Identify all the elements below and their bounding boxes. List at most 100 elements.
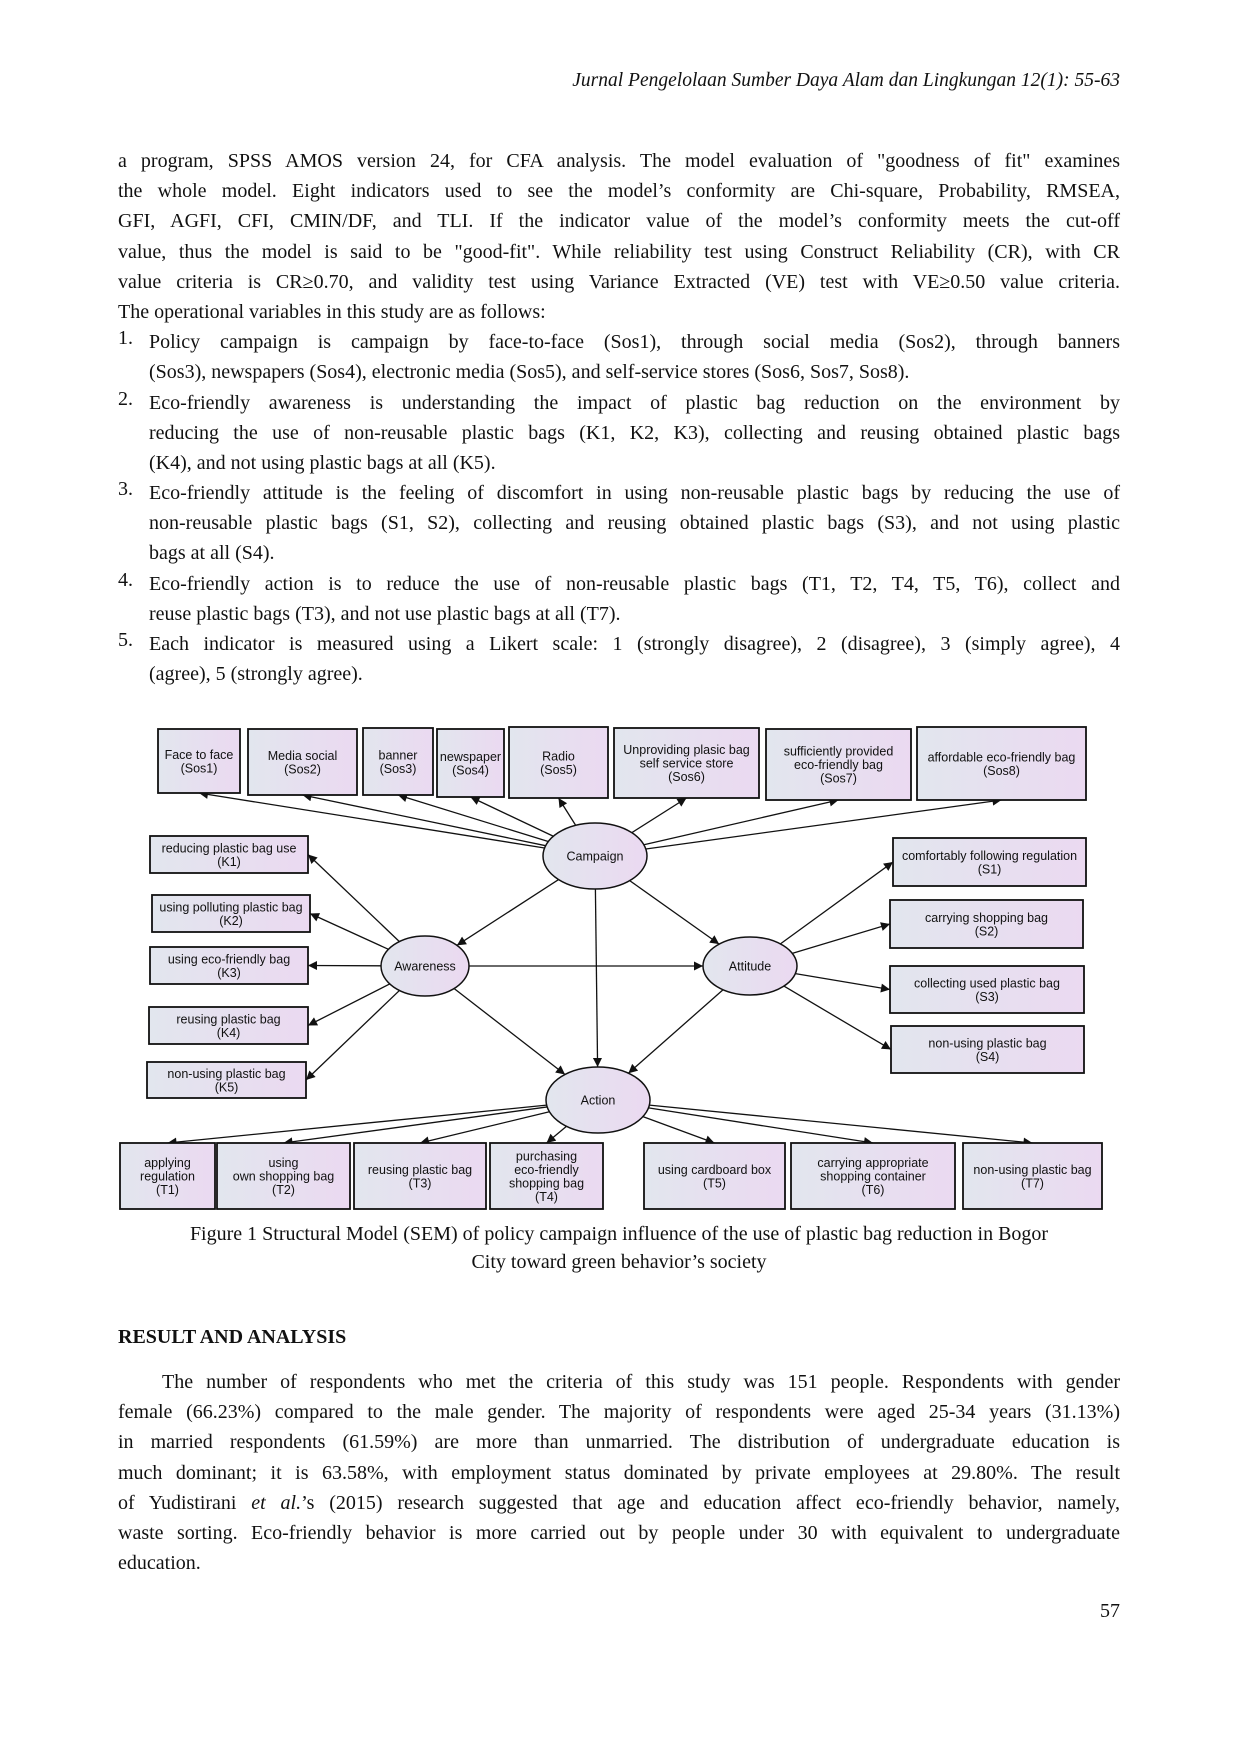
box-label: (Sos5) (540, 763, 577, 777)
box-shape (916, 726, 1087, 801)
path-arrow-campaign-sos5 (557, 797, 577, 826)
path-arrow-attitude-s3 (795, 972, 891, 993)
box-shape (247, 728, 358, 796)
list-number: 1. (118, 327, 133, 350)
indicator-box-sos3: banner(Sos3) (362, 727, 434, 796)
box-label: (Sos1) (181, 761, 218, 775)
text-line: female (66.23%) compared to the male gen… (118, 1401, 1120, 1424)
path-arrow-campaign-attitude (629, 880, 720, 945)
path-arrow-campaign-sos6 (631, 797, 687, 834)
list-number: 4. (118, 568, 133, 591)
box-label: reusing plastic bag (176, 1012, 280, 1026)
text-line: (agree), 5 (strongly agree). (149, 663, 363, 686)
path-arrow-awareness-action (453, 988, 566, 1075)
text-line: The operational variables in this study … (118, 300, 546, 323)
text-line: much dominant; it is 63.58%, with employ… (118, 1461, 1120, 1484)
box-label: non-using plastic bag (928, 1036, 1046, 1050)
box-label: (T4) (535, 1190, 558, 1204)
page-number: 57 (1100, 1600, 1120, 1622)
path-arrow-campaign-sos3 (397, 793, 549, 843)
ellipse-shape (545, 1066, 651, 1134)
list-item: 4. Eco-friendly action is to reduce the … (118, 569, 1120, 629)
box-label: using polluting plastic bag (159, 900, 302, 914)
latent-label: Attitude (729, 960, 771, 974)
path-arrow-awareness-k5 (305, 989, 400, 1081)
box-shape (889, 965, 1085, 1014)
box-shape (643, 1142, 786, 1210)
box-shape (436, 728, 505, 798)
box-shape (151, 894, 311, 933)
box-shape (353, 1142, 487, 1210)
latent-label: Campaign (567, 850, 624, 864)
list-item: 2. Eco-friendly awareness is understandi… (118, 388, 1120, 479)
indicator-box-sos5: Radio(Sos5) (508, 726, 609, 799)
box-shape (148, 1006, 309, 1045)
list-item: 3. Eco-friendly attitude is the feeling … (118, 478, 1120, 569)
text-line: in married respondents (61.59%) are more… (118, 1431, 1120, 1454)
text-span: of Yudistirani (118, 1491, 252, 1514)
box-label: (S1) (978, 862, 1002, 876)
box-label: non-using plastic bag (973, 1163, 1091, 1177)
latent-label: Awareness (394, 960, 456, 974)
text-line: the whole model. Eight indicators used t… (118, 180, 1120, 203)
box-label: comfortably following regulation (902, 849, 1077, 863)
text-line: bags at all (S4). (149, 542, 275, 565)
path-arrow-awareness-k2 (309, 912, 389, 950)
box-shape (508, 726, 609, 799)
box-label: (T6) (862, 1183, 885, 1197)
text-line: education. (118, 1552, 201, 1575)
list-number: 5. (118, 629, 133, 651)
path-arrow-campaign-sos8 (645, 796, 1002, 850)
box-shape (216, 1142, 351, 1210)
box-label: using cardboard box (658, 1163, 772, 1177)
text-line: Eco-friendly attitude is the feeling of … (149, 482, 1120, 505)
box-label: self service store (640, 757, 734, 771)
box-shape (149, 835, 309, 874)
indicator-box-t3: reusing plastic bag(T3) (353, 1142, 487, 1210)
path-arrow-action-t5 (642, 1115, 715, 1145)
path-arrow-campaign-sos7 (643, 797, 839, 846)
box-label: Radio (542, 749, 575, 763)
text-line: GFI, AGFI, CFI, CMIN/DF, and TLI. If the… (118, 210, 1120, 233)
box-label: (T2) (272, 1183, 295, 1197)
caption-line: City toward green behavior’s society (471, 1251, 767, 1273)
indicator-box-sos4: newspaper(Sos4) (436, 728, 505, 798)
box-label: banner (379, 748, 418, 762)
path-arrow-attitude-action (627, 989, 724, 1074)
text-line: Policy campaign is campaign by face-to-f… (149, 331, 1120, 354)
box-label: collecting used plastic bag (914, 976, 1060, 990)
box-shape (149, 946, 309, 985)
indicator-box-k2: using polluting plastic bag(K2) (151, 894, 311, 933)
ellipse-shape (380, 935, 470, 997)
box-label: (S4) (976, 1050, 1000, 1064)
path-arrow-campaign-sos1 (198, 789, 545, 849)
box-label: (K4) (217, 1026, 241, 1040)
box-label: (T7) (1021, 1176, 1044, 1190)
box-shape (765, 728, 912, 801)
box-label: eco-friendly bag (794, 758, 883, 772)
list-number: 2. (118, 387, 133, 410)
latent-variable-awareness: Awareness (380, 935, 470, 997)
box-shape (157, 728, 241, 794)
path-arrow-action-t3 (419, 1111, 550, 1146)
box-label: (K3) (217, 966, 241, 980)
path-arrow-action-t6 (648, 1107, 874, 1147)
running-header: Jurnal Pengelolaan Sumber Daya Alam dan … (572, 70, 1120, 91)
box-shape (889, 899, 1084, 949)
indicator-box-sos1: Face to face(Sos1) (157, 728, 241, 794)
box-shape (962, 1142, 1103, 1210)
ellipse-shape (702, 936, 798, 996)
latent-variable-campaign: Campaign (542, 822, 648, 890)
list-item: 5. Each indicator is measured using a Li… (118, 629, 1120, 689)
box-label: Unproviding plasic bag (623, 743, 750, 757)
box-label: (S3) (975, 990, 999, 1004)
box-label: non-using plastic bag (167, 1067, 285, 1081)
path-arrow-awareness-k1 (307, 854, 400, 943)
